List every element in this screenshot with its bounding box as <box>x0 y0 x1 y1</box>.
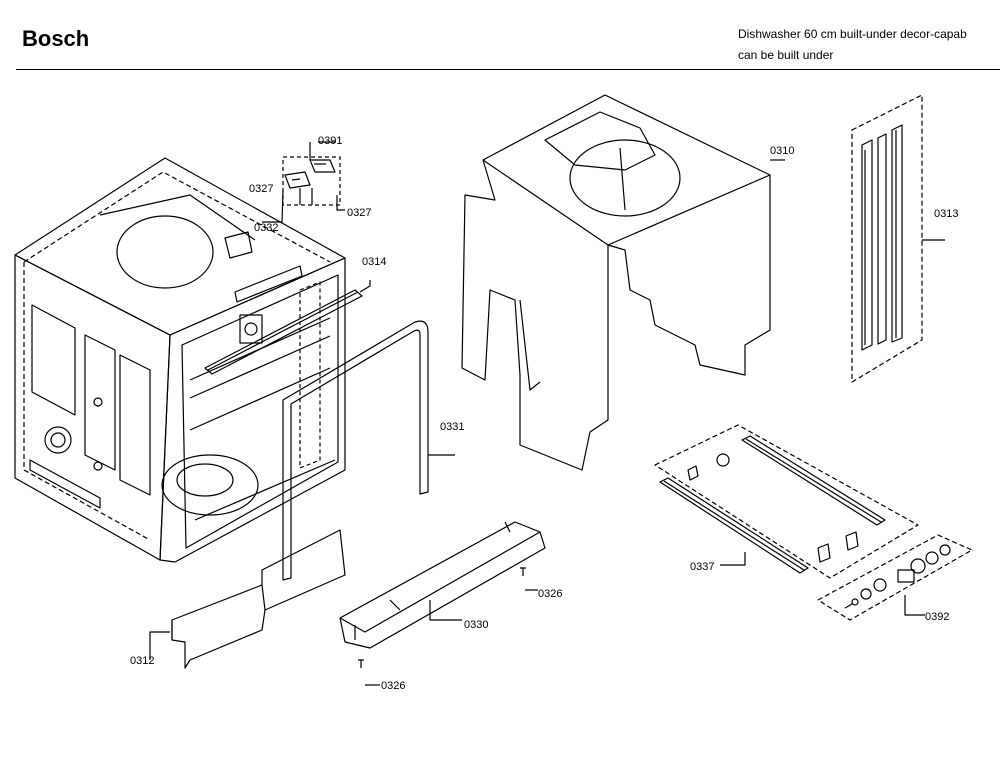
header-rule <box>16 69 1000 70</box>
label-0326-lower: 0326 <box>381 680 405 692</box>
part-0330-toekick-bracket <box>339 521 546 649</box>
label-0327-right: 0327 <box>347 207 371 219</box>
part-0312-kick-panel <box>149 529 346 669</box>
dishwasher-tub <box>14 157 346 563</box>
model-description-note: can be built under <box>738 48 834 62</box>
part-labels: 0391 0327 0327 0332 0314 0331 0310 0313 … <box>130 135 958 692</box>
part-0392-feet-kit <box>817 534 973 621</box>
label-0330: 0330 <box>464 619 488 631</box>
label-0327-left: 0327 <box>249 183 273 195</box>
part-0310-insulation-cover <box>461 94 785 471</box>
label-0313: 0313 <box>934 208 958 220</box>
label-0312: 0312 <box>130 655 154 667</box>
label-0310: 0310 <box>770 145 794 157</box>
label-0331: 0331 <box>440 421 464 433</box>
label-0332: 0332 <box>254 222 278 234</box>
part-0326-screws <box>358 567 538 686</box>
part-0314-seal-strip <box>204 280 371 375</box>
brand-title: Bosch <box>22 26 90 51</box>
label-0337: 0337 <box>690 561 714 573</box>
model-description: Dishwasher 60 cm built-under decor-capab <box>738 27 967 41</box>
label-0391: 0391 <box>318 135 342 147</box>
part-0337-mounting-rails <box>654 424 919 579</box>
label-0392: 0392 <box>925 611 949 623</box>
clip-bracket-group <box>262 141 345 223</box>
part-0313-side-strips <box>851 94 945 383</box>
label-0314: 0314 <box>362 256 386 268</box>
part-0331-door-seal <box>282 320 455 581</box>
label-0326-upper: 0326 <box>538 588 562 600</box>
